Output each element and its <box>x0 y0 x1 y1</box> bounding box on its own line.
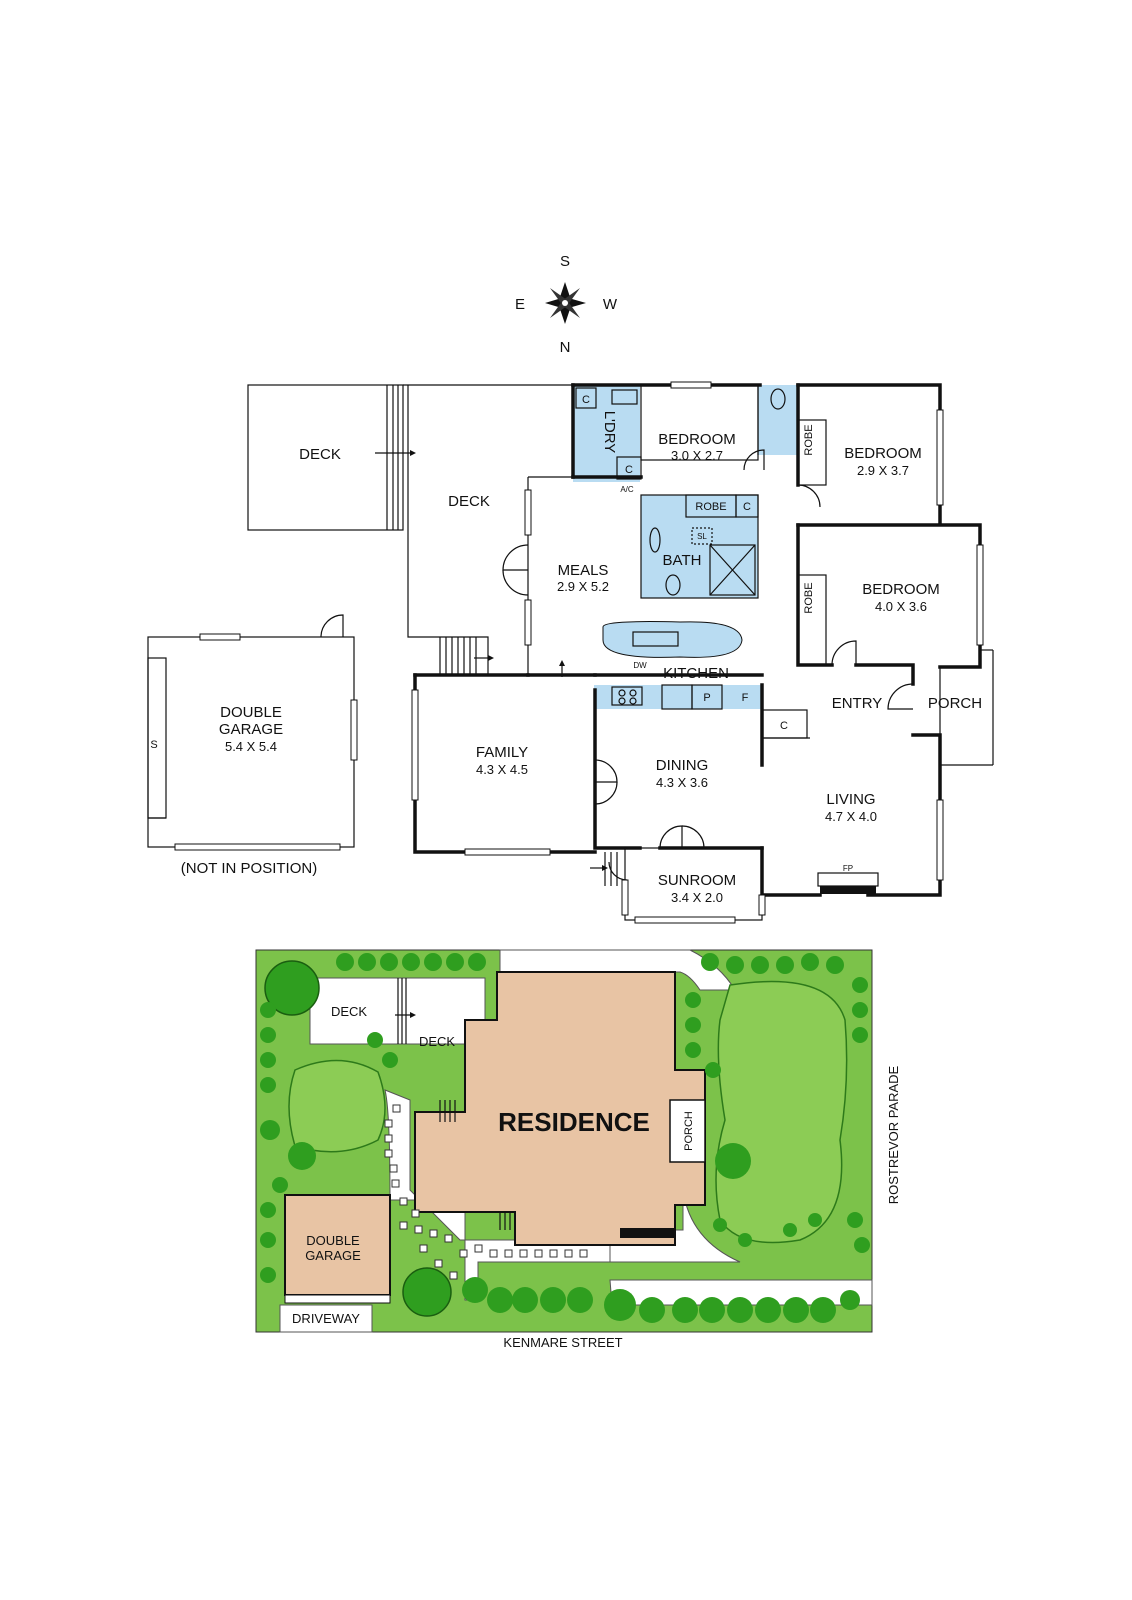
ensuite-area <box>758 385 798 455</box>
street-kenmare-label: KENMARE STREET <box>503 1335 622 1350</box>
site-plan <box>255 949 873 1333</box>
garage-label-line2: GARAGE <box>219 721 283 738</box>
site-deck-main-label: DECK <box>419 1034 455 1049</box>
sunroom-label: SUNROOM <box>658 872 736 889</box>
deck-main-label: DECK <box>448 493 490 510</box>
garage-storage-label: S <box>150 739 157 751</box>
ac-label: A/C <box>620 485 634 494</box>
robe-label-2: ROBE <box>803 582 815 613</box>
deck-steps <box>439 637 477 675</box>
site-deck-left-label: DECK <box>331 1004 367 1019</box>
laundry-label: L'DRY <box>601 411 618 454</box>
not-in-position-note: (NOT IN POSITION) <box>181 860 317 877</box>
site-garage-label-line1: DOUBLE <box>306 1233 360 1248</box>
garage-label-line1: DOUBLE <box>220 704 282 721</box>
compass-n-label: N <box>560 339 571 356</box>
sunroom-steps <box>590 852 618 886</box>
residence-label: RESIDENCE <box>498 1107 650 1137</box>
garage-dim: 5.4 X 5.4 <box>225 739 277 754</box>
sunroom-dim: 3.4 X 2.0 <box>671 890 723 905</box>
site-garage-label-line2: GARAGE <box>305 1248 361 1263</box>
bedroom2-dim: 2.9 X 3.7 <box>857 463 909 478</box>
fridge-label: F <box>742 692 749 704</box>
living-label: LIVING <box>826 791 875 808</box>
meals-dim: 2.9 X 5.2 <box>557 579 609 594</box>
laundry-cupboard-label: C <box>582 394 590 406</box>
deck-left-label: DECK <box>299 446 341 463</box>
family-dim: 4.3 X 4.5 <box>476 762 528 777</box>
dining-label: DINING <box>656 757 709 774</box>
entry-cupboard-label: C <box>780 720 788 732</box>
bedroom1-label: BEDROOM <box>658 431 736 448</box>
ac-cupboard-label: C <box>625 464 633 476</box>
pantry-label: P <box>703 692 710 704</box>
door-swings <box>320 449 914 881</box>
compass-e-label: E <box>515 296 525 313</box>
robe-cupboard-label: C <box>743 501 751 513</box>
dining-dim: 4.3 X 3.6 <box>656 775 708 790</box>
fireplace-label: FP <box>843 864 853 873</box>
driveway-label: DRIVEWAY <box>292 1311 360 1326</box>
living-dim: 4.7 X 4.0 <box>825 809 877 824</box>
windows <box>174 381 984 924</box>
street-rostrevor-label: ROSTREVOR PARADE <box>886 1065 901 1204</box>
skylight-label: SL <box>697 532 707 541</box>
bedroom3-dim: 4.0 X 3.6 <box>875 599 927 614</box>
family-label: FAMILY <box>476 744 528 761</box>
bathroom-area <box>641 495 758 598</box>
fixtures <box>147 388 879 894</box>
site-porch-label: PORCH <box>683 1111 695 1151</box>
kitchen-label: KITCHEN <box>663 665 729 682</box>
bedroom1-dim: 3.0 X 2.7 <box>671 448 723 463</box>
kitchen-island <box>602 621 743 658</box>
robe-label-3: ROBE <box>695 501 726 513</box>
entry-label: ENTRY <box>832 695 883 712</box>
compass-s-label: S <box>560 253 570 270</box>
bedroom3-label: BEDROOM <box>862 581 940 598</box>
dishwasher-label: DW <box>633 661 647 670</box>
bedroom2-label: BEDROOM <box>844 445 922 462</box>
porch-label: PORCH <box>928 695 982 712</box>
compass-w-label: W <box>603 296 618 313</box>
bath-label: BATH <box>663 552 702 569</box>
deck-left <box>247 384 404 531</box>
meals-label: MEALS <box>558 562 609 579</box>
robe-label-1: ROBE <box>803 424 815 455</box>
compass-rose <box>545 282 586 324</box>
laundry-area <box>573 385 640 482</box>
